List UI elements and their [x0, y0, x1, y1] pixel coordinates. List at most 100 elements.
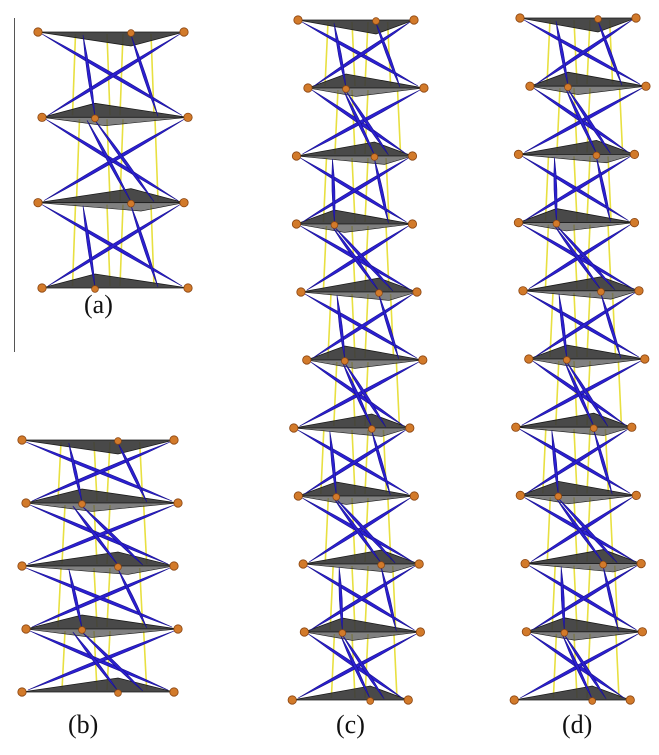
- plate-triangle: [526, 631, 643, 641]
- joint-node: [641, 81, 651, 91]
- strut-bar: [117, 442, 148, 503]
- string-cable: [554, 360, 560, 426]
- strut-bar: [374, 158, 389, 224]
- plate-triangle: [518, 222, 635, 232]
- joint-node: [287, 695, 297, 705]
- joint-node: [114, 689, 122, 697]
- joint-node: [338, 629, 347, 637]
- joint-node: [521, 627, 531, 637]
- strut-bar: [564, 634, 607, 700]
- plate-triangle: [306, 359, 423, 369]
- plate-triangle: [300, 277, 418, 293]
- joint-node: [418, 355, 428, 365]
- joint-node: [330, 221, 339, 229]
- joint-node: [17, 687, 27, 697]
- joint-node: [629, 149, 640, 159]
- strut-bar: [332, 226, 380, 292]
- strut-bar: [342, 634, 385, 700]
- joint-node: [342, 85, 350, 93]
- joint-node: [403, 695, 413, 705]
- string-cable: [586, 292, 591, 358]
- string-cable: [330, 633, 336, 699]
- strut-bar: [82, 205, 96, 288]
- strut-bar: [567, 89, 611, 154]
- string-cable: [607, 224, 612, 289]
- string-cable: [573, 360, 578, 426]
- string-cable: [351, 361, 356, 427]
- joint-node: [564, 83, 572, 91]
- strut-bar: [554, 225, 602, 290]
- string-cable: [61, 630, 66, 691]
- strut-bar: [528, 224, 631, 290]
- panel-label-b: (b): [68, 710, 99, 739]
- strut-bar: [530, 497, 633, 562]
- joint-node: [415, 627, 425, 637]
- strut-bar: [334, 498, 382, 564]
- joint-node: [173, 498, 183, 508]
- joint-node: [368, 425, 376, 433]
- joint-node: [293, 15, 303, 25]
- joint-node: [341, 357, 349, 365]
- joint-node: [114, 437, 122, 445]
- joint-node: [509, 695, 519, 705]
- string-cable: [71, 204, 77, 287]
- string-cable: [351, 565, 356, 631]
- joint-node: [114, 563, 122, 571]
- string-cable: [57, 567, 62, 628]
- joint-node: [183, 112, 193, 122]
- tower-a: [33, 27, 193, 293]
- joint-node: [515, 13, 525, 23]
- string-cable: [385, 225, 390, 291]
- joint-node: [21, 498, 31, 508]
- string-cable: [364, 157, 369, 223]
- joint-node: [629, 218, 640, 228]
- string-cable: [351, 497, 356, 563]
- strut-bar: [298, 633, 417, 699]
- strut-bar: [302, 89, 421, 155]
- strut-bar: [130, 205, 159, 288]
- strut-bar: [521, 360, 641, 426]
- strut-bar: [371, 430, 391, 496]
- strut-bar: [558, 498, 618, 563]
- joint-node: [513, 149, 524, 159]
- plate-triangle: [522, 276, 640, 292]
- strut-bar: [600, 293, 622, 359]
- string-cable: [611, 292, 617, 358]
- string-cable: [351, 293, 356, 359]
- string-cable: [119, 204, 124, 287]
- string-cable: [551, 565, 556, 630]
- joint-node: [37, 283, 47, 293]
- string-cable: [57, 441, 62, 502]
- plate-triangle: [525, 563, 642, 573]
- joint-node: [407, 151, 418, 161]
- strut-bar: [593, 430, 613, 495]
- string-cable: [586, 429, 591, 494]
- joint-node: [594, 15, 602, 23]
- joint-node: [127, 199, 135, 208]
- plate-triangle: [296, 155, 413, 165]
- joint-node: [37, 112, 47, 122]
- joint-node: [518, 286, 528, 296]
- joint-node: [377, 561, 385, 569]
- tower-c: [287, 15, 429, 705]
- joint-node: [183, 283, 193, 293]
- strut-bar: [336, 498, 396, 564]
- joint-node: [33, 27, 43, 37]
- joint-node: [588, 697, 596, 705]
- strut-bar: [310, 565, 416, 631]
- joint-node: [78, 626, 86, 634]
- plate-triangle: [303, 549, 420, 565]
- strut-bar: [306, 225, 409, 291]
- string-cable: [71, 33, 77, 116]
- strut-bar: [313, 21, 411, 87]
- plate-triangle: [293, 413, 410, 429]
- joint-node: [407, 219, 418, 229]
- plate-triangle: [304, 617, 421, 633]
- joint-node: [634, 286, 644, 296]
- panel-label-d: (d): [562, 710, 593, 739]
- joint-node: [625, 695, 635, 705]
- panel-divider-line: [14, 18, 15, 352]
- plate-triangle: [518, 154, 635, 164]
- plate-triangle: [300, 291, 418, 301]
- joint-node: [91, 114, 99, 123]
